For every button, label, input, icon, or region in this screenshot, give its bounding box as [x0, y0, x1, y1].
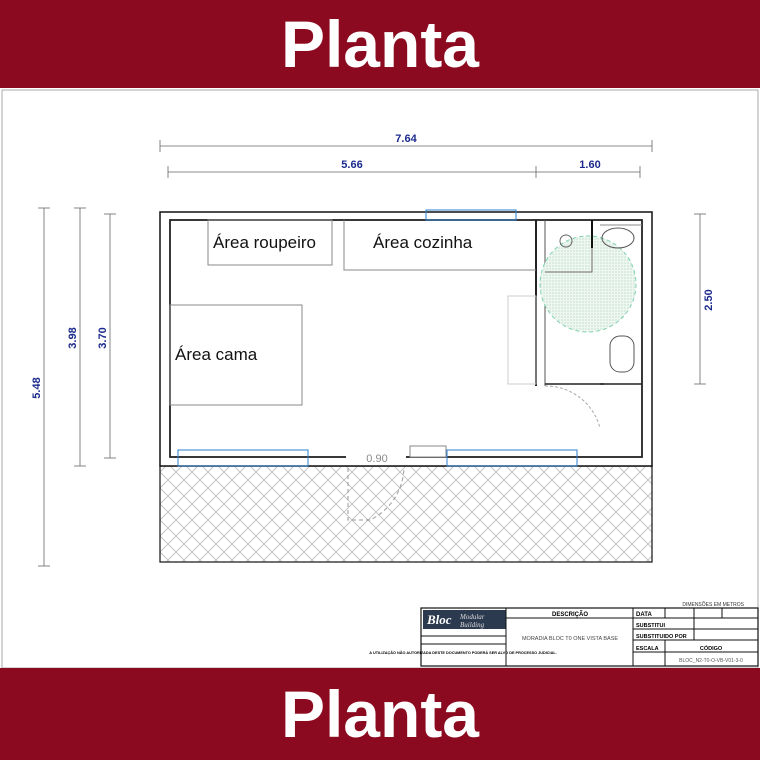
- wardrobe-area: [207, 219, 333, 266]
- table: [507, 295, 537, 385]
- bed-area: [169, 304, 303, 406]
- threshold: [409, 445, 447, 458]
- dim-depth-with-wall: 3.98: [67, 327, 79, 348]
- deck-hatched: [159, 465, 653, 563]
- window-top: [425, 209, 517, 221]
- room-label-wardrobe: Área roupeiro: [213, 233, 316, 252]
- header-banner: Planta: [0, 0, 760, 88]
- dim-total-depth: 5.48: [31, 377, 43, 398]
- door-opening: [346, 455, 406, 461]
- room-label-kitchen: Área cozinha: [373, 233, 473, 252]
- kitchen-counter: [343, 220, 536, 271]
- legal-notice: A UTILIZAÇÃO NÃO AUTORIZADA DESTE DOCUME…: [369, 650, 556, 655]
- floor-plan: 7.64 5.66 1.60 5.48 3.98 3.70 2.50 Área …: [1, 89, 759, 668]
- replaces-label: SUBSTITUI: [636, 623, 666, 629]
- description-value: MORADIA BLOC T0 ONE VISTA BASE: [522, 636, 618, 642]
- toilet-icon: [609, 335, 635, 373]
- title-block: DIMENSÕES EM METROS Bloc Modular Buildin…: [369, 601, 759, 667]
- svg-text:Bloc: Bloc: [426, 612, 452, 627]
- sheet-border: [1, 89, 759, 668]
- dim-bath-width: 1.60: [579, 159, 600, 171]
- dim-inner-depth: 3.70: [97, 327, 109, 348]
- door-width-label: 0.90: [366, 453, 387, 465]
- sink-icon: [601, 227, 635, 249]
- turning-circle: [539, 235, 637, 333]
- svg-text:Modular: Modular: [459, 613, 485, 621]
- date-label: DATA: [636, 612, 652, 618]
- room-label-bed: Área cama: [175, 345, 258, 364]
- entry-door-swing: [347, 467, 405, 521]
- description-label: DESCRIÇÃO: [552, 611, 588, 618]
- company-logo: [423, 610, 506, 629]
- footer-banner: Planta: [0, 668, 760, 760]
- dimension-lines-vertical: [38, 207, 706, 567]
- units-note: DIMENSÕES EM METROS: [682, 601, 744, 608]
- window-front-right: [446, 449, 578, 467]
- dim-main-width: 5.66: [341, 159, 362, 171]
- scale-label: ESCALA: [636, 646, 659, 652]
- replaced-by-label: SUBSTITUIDO POR: [636, 634, 687, 640]
- code-value: BLOC_N2-T0-O-VB-V01-3-0: [679, 658, 743, 664]
- shower-drain-icon: [559, 234, 573, 248]
- window-front-left: [177, 449, 309, 467]
- dim-bath-depth: 2.50: [703, 289, 715, 310]
- bathroom-door-swing: [544, 385, 601, 429]
- code-label: CÓDIGO: [700, 644, 723, 652]
- svg-text:Building: Building: [460, 621, 485, 629]
- dimension-lines-horizontal: [159, 140, 653, 178]
- dim-total-width: 7.64: [395, 133, 417, 145]
